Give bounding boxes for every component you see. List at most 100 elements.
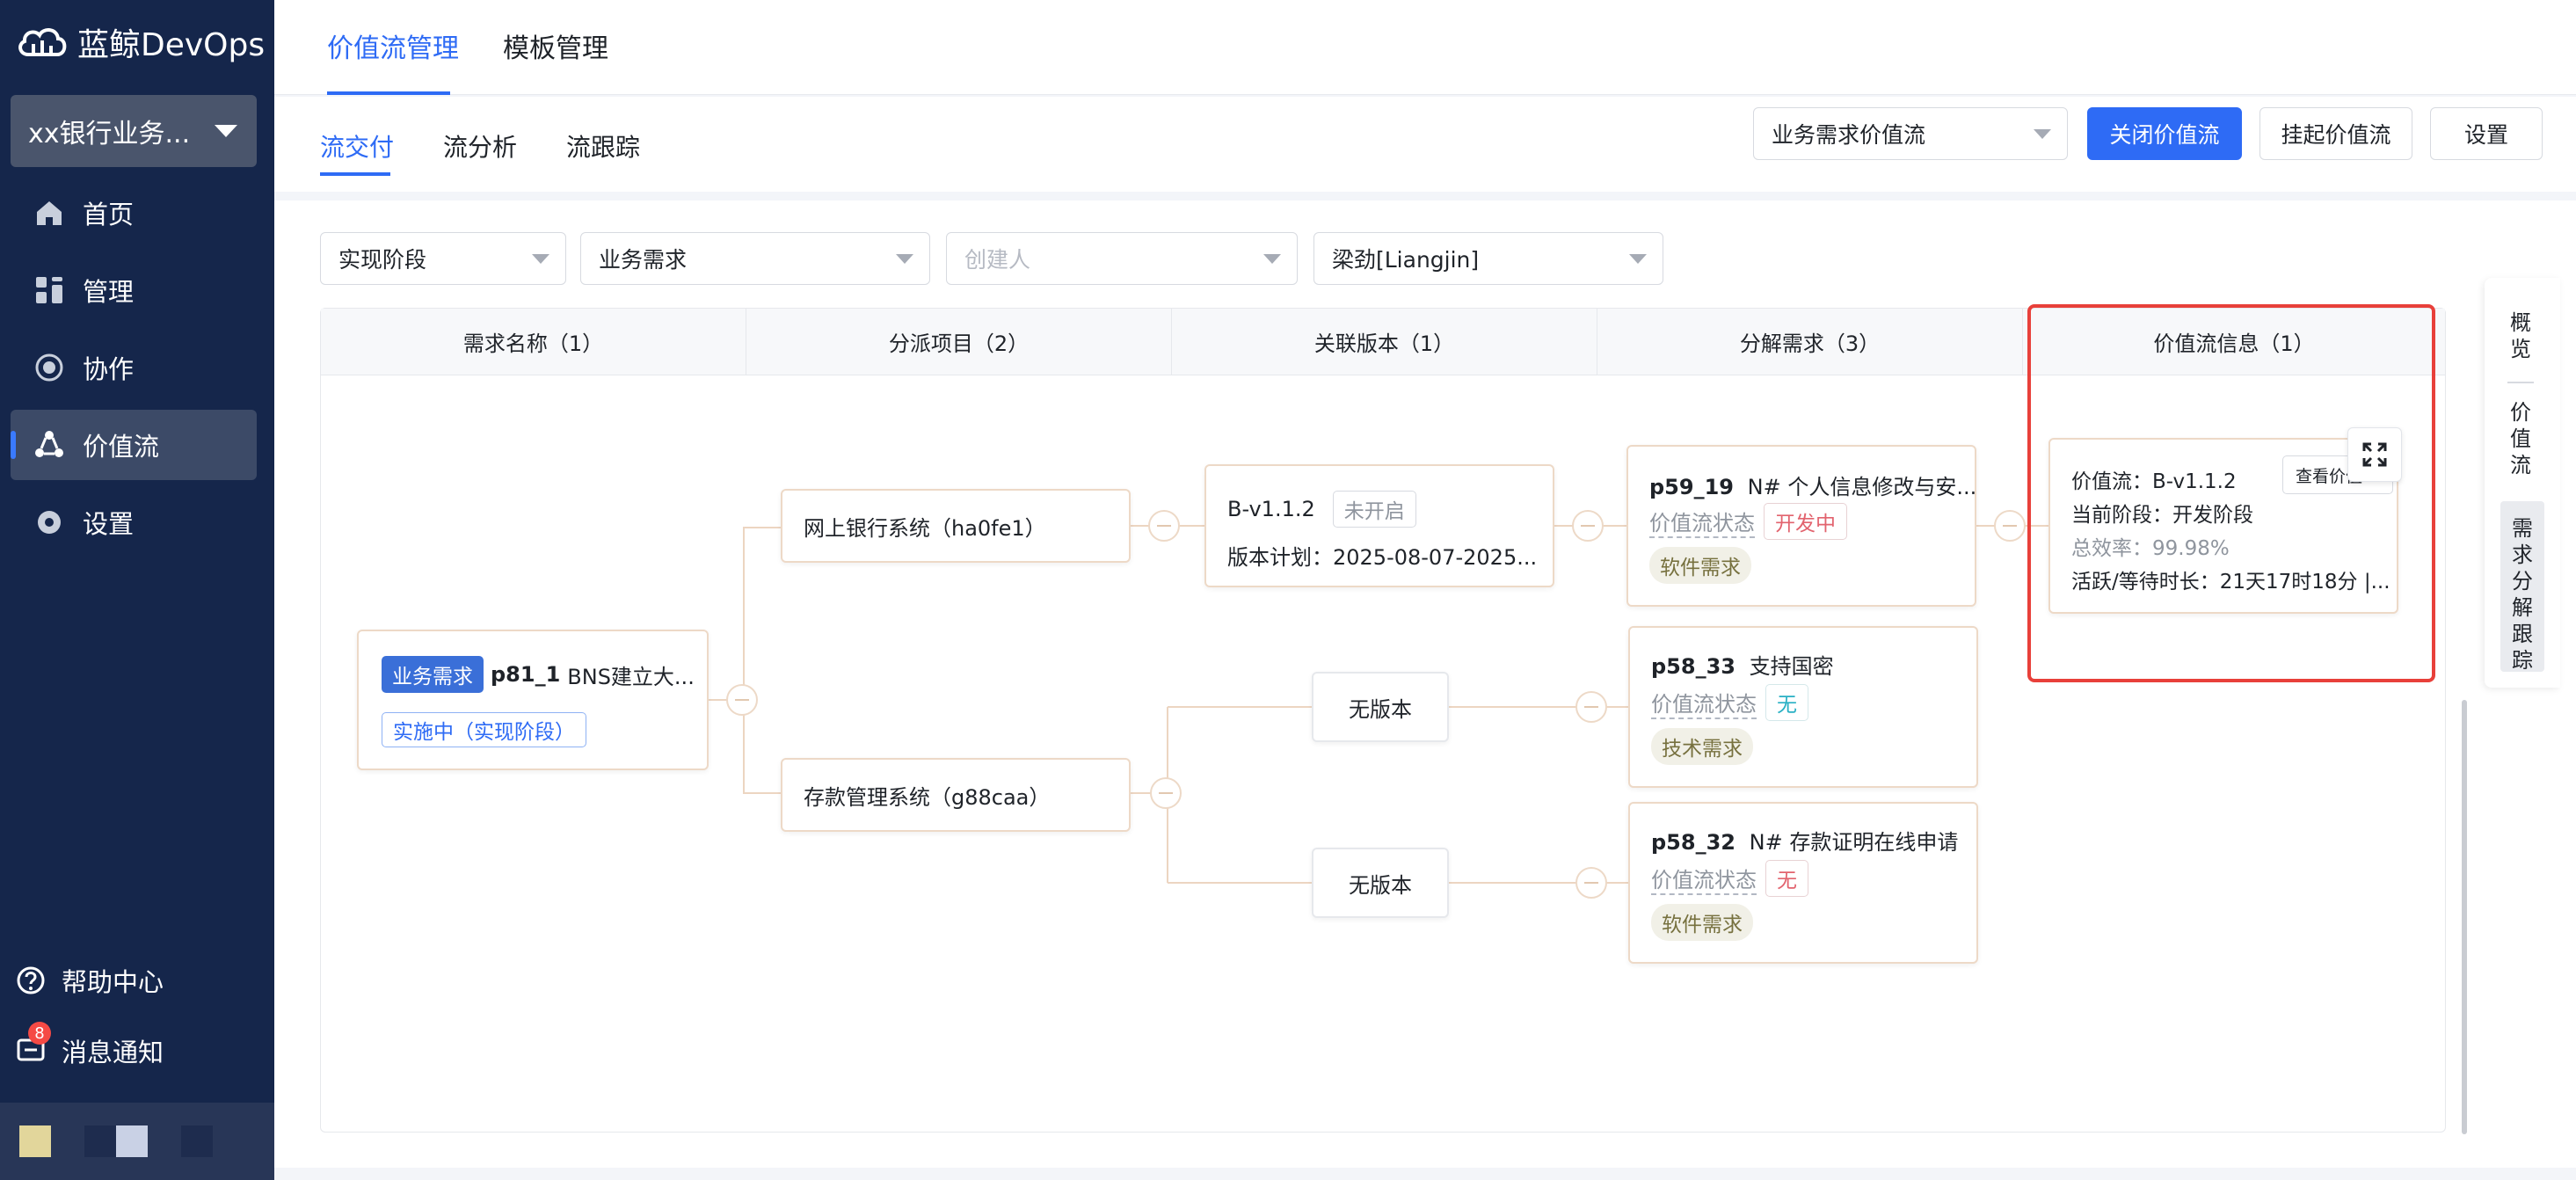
requirement-card[interactable]: 业务需求 p81_1 BNS建立大... 实施中（实现阶段） (357, 630, 709, 770)
subreq-card[interactable]: p58_32 N# 存款证明在线申请 价值流状态 无 软件需求 (1628, 802, 1978, 964)
subreq-status-label[interactable]: 价值流状态 (1649, 506, 1755, 538)
chevron-down-icon (532, 254, 549, 264)
subreq-title: N# 个人信息修改与安... (1747, 475, 1977, 499)
subreq-id: p58_32 (1651, 830, 1736, 855)
vs-stage: 当前阶段：开发阶段 (2071, 504, 2253, 527)
vs-efficiency: 总效率：99.98% (2071, 537, 2230, 560)
owner-filter-value: 梁劲[Liangjin] (1332, 247, 1480, 273)
sidebar-item-label: 协作 (83, 354, 135, 384)
top-header (274, 0, 2576, 95)
help-center-label: 帮助中心 (62, 967, 164, 997)
sidebar-item-label: 首页 (83, 200, 135, 229)
owner-filter[interactable]: 梁劲[Liangjin] (1313, 232, 1663, 285)
close-value-stream-button[interactable]: 关闭价值流 (2087, 107, 2242, 160)
collapse-toggle[interactable] (1572, 510, 1604, 542)
user-bar[interactable] (0, 1103, 274, 1180)
version-title-row: B-v1.1.2 未开启 (1227, 491, 1416, 528)
creator-filter[interactable]: 创建人 (946, 232, 1298, 285)
sidebar (0, 0, 274, 1180)
tab-flow-tracking[interactable]: 流跟踪 (566, 133, 641, 162)
side-tab-tracking-bg (2500, 501, 2544, 672)
help-icon (17, 966, 45, 994)
sidebar-item-manage[interactable]: 管理 (11, 255, 257, 325)
column-header-requirement: 需求名称（1） (321, 309, 746, 375)
version-plan: 版本计划：2025-08-07-2025... (1227, 545, 1538, 570)
notification-link[interactable]: 8 消息通知 (16, 1022, 164, 1069)
column-header-vs-info: 价值流信息（1） (2023, 309, 2445, 375)
subreq-status-tag: 无 (1765, 860, 1808, 897)
sidebar-item-value-stream[interactable]: 价值流 (11, 410, 257, 480)
value-stream-select[interactable]: 业务需求价值流 (1753, 107, 2068, 160)
suspend-value-stream-button[interactable]: 挂起价值流 (2259, 107, 2412, 160)
collapse-toggle[interactable] (1575, 691, 1607, 723)
subreq-title: N# 存款证明在线申请 (1749, 830, 1959, 855)
project-card[interactable]: 网上银行系统（ha0fe1） (781, 489, 1131, 563)
side-tab-tracking[interactable]: 需求分解跟踪 (2512, 516, 2533, 673)
requirement-title-row: 业务需求 p81_1 BNS建立大... (382, 656, 695, 693)
help-center-link[interactable]: 帮助中心 (16, 962, 164, 999)
collapse-toggle[interactable] (1148, 510, 1180, 542)
collapse-toggle[interactable] (1575, 867, 1607, 899)
notification-badge: 8 (28, 1022, 51, 1045)
subreq-card[interactable]: p59_19 N# 个人信息修改与安... 价值流状态 开发中 软件需求 (1626, 445, 1976, 607)
version-name: B-v1.1.2 (1227, 497, 1315, 521)
sidebar-item-home[interactable]: 首页 (11, 178, 257, 248)
avatar-block (181, 1125, 213, 1157)
subreq-id: p59_19 (1649, 475, 1734, 499)
side-tab-overview[interactable]: 概览 (2510, 310, 2531, 361)
project-card[interactable]: 存款管理系统（g88caa） (781, 758, 1131, 832)
app-logo[interactable]: 蓝鲸DevOps (16, 19, 265, 65)
project-select-value: xx银行业务... (28, 119, 191, 149)
active-subtab-underline (320, 172, 390, 176)
collapse-toggle[interactable] (1994, 510, 2026, 542)
project-name: 网上银行系统（ha0fe1） (804, 515, 1046, 541)
subreq-status-tag: 无 (1765, 684, 1808, 721)
type-filter-value: 业务需求 (599, 247, 688, 273)
stage-filter[interactable]: 实现阶段 (320, 232, 566, 285)
subreq-title-row: p58_32 N# 存款证明在线申请 (1651, 825, 1958, 856)
avatar-block (84, 1125, 116, 1157)
value-stream-info-card[interactable]: 价值流：B-v1.1.2 当前阶段：开发阶段 总效率：99.98% 活跃/等待时… (2048, 438, 2398, 614)
side-tab-value-stream[interactable]: 价值流 (2510, 400, 2531, 477)
version-card[interactable]: B-v1.1.2 未开启 版本计划：2025-08-07-2025... (1204, 464, 1554, 587)
notification-icon-wrap: 8 (16, 1022, 62, 1066)
version-state-tag: 未开启 (1332, 491, 1416, 528)
avatar (19, 1125, 51, 1157)
fullscreen-button[interactable] (2347, 427, 2402, 482)
sidebar-item-collab[interactable]: 协作 (11, 332, 257, 403)
project-select[interactable]: xx银行业务... (11, 95, 257, 167)
subreq-status-label[interactable]: 价值流状态 (1651, 687, 1757, 719)
subreq-status-label[interactable]: 价值流状态 (1651, 863, 1757, 895)
sidebar-item-label: 价值流 (83, 432, 160, 462)
caret-down-icon (215, 125, 237, 137)
subreq-status-row: 价值流状态 无 (1651, 684, 1808, 721)
tab-template-mgmt[interactable]: 模板管理 (503, 33, 608, 64)
side-divider (2507, 382, 2534, 383)
chevron-down-icon (1629, 254, 1647, 264)
requirement-title: BNS建立大... (567, 664, 695, 689)
subreq-status-tag: 开发中 (1764, 503, 1847, 540)
no-version-node: 无版本 (1312, 672, 1449, 742)
collapse-toggle[interactable] (726, 684, 758, 716)
sidebar-item-settings[interactable]: 设置 (11, 487, 257, 557)
stage-filter-value: 实现阶段 (338, 247, 427, 273)
project-name: 存款管理系统（g88caa） (804, 784, 1051, 810)
subreq-type-tag: 技术需求 (1651, 728, 1753, 765)
subreq-type-tag: 软件需求 (1649, 547, 1751, 584)
settings-button[interactable]: 设置 (2430, 107, 2543, 160)
scrollbar-thumb[interactable] (2462, 700, 2467, 1134)
collab-icon (35, 353, 63, 382)
type-filter[interactable]: 业务需求 (580, 232, 930, 285)
collapse-toggle[interactable] (1150, 777, 1182, 809)
sidebar-item-label: 管理 (83, 277, 135, 307)
notification-label: 消息通知 (62, 1038, 164, 1067)
subreq-card[interactable]: p58_33 支持国密 价值流状态 无 技术需求 (1628, 626, 1978, 788)
tab-flow-analysis[interactable]: 流分析 (443, 133, 518, 162)
tab-flow-delivery[interactable]: 流交付 (320, 133, 395, 162)
expand-icon (2362, 442, 2387, 467)
value-stream-select-value: 业务需求价值流 (1772, 122, 1926, 148)
app-logo-text: 蓝鲸DevOps (77, 27, 266, 63)
tab-value-stream-mgmt[interactable]: 价值流管理 (327, 33, 459, 64)
creator-filter-placeholder: 创建人 (964, 247, 1031, 273)
